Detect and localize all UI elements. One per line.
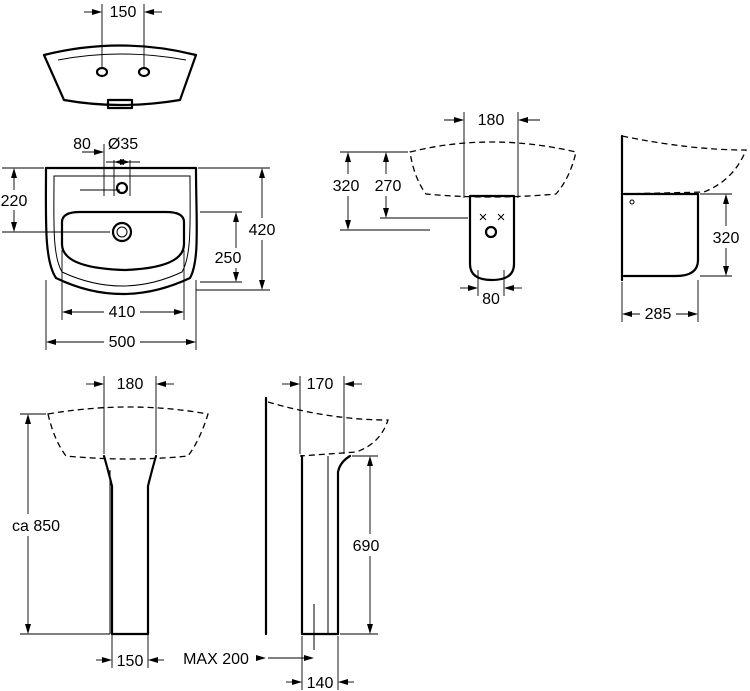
dim-semi-bottom: 80	[482, 291, 500, 308]
dim-overall-width: 500	[109, 334, 136, 351]
dim-rim-height: 320	[333, 178, 360, 195]
dim-semi-depth: 285	[645, 306, 672, 323]
dim-wall-to-drain: 250	[215, 250, 242, 267]
dim-tap-spacing: 150	[110, 4, 137, 21]
semi-pedestal-side: 320 285	[620, 134, 747, 324]
pedestal-basin-dashed	[47, 406, 209, 460]
dim-depth: 420	[249, 222, 276, 239]
waste-outlet-icon	[106, 98, 134, 110]
tap-hole-left-icon	[95, 66, 109, 78]
dim-rim-to-drain: 220	[1, 193, 28, 210]
basin-side-dashed	[621, 135, 747, 195]
dim-max-offset: MAX 200	[183, 651, 249, 668]
dim-side-top: 170	[307, 376, 334, 393]
pedestal-column	[102, 454, 158, 636]
plan-view: 80 Ø35 220 420 250 410	[0, 136, 276, 352]
pedestal-side: 170 690 MAX 200 140	[183, 376, 390, 691]
top-view: 150	[42, 4, 198, 110]
dim-side-foot: 140	[307, 675, 334, 691]
dim-tap-offset: 80	[73, 136, 91, 153]
dim-bowl-width: 410	[109, 304, 136, 321]
top-view-rim-line	[57, 53, 187, 61]
plan-view-inner-rim	[53, 175, 191, 287]
top-view-basin-outline	[42, 44, 198, 107]
pedestal-side-column	[300, 454, 352, 636]
dim-overall-height: ca 850	[12, 518, 60, 535]
tap-hole-right-icon	[137, 66, 151, 78]
semi-side-body	[622, 192, 700, 278]
semi-pedestal-body	[468, 194, 516, 282]
basin-dashed-outline	[409, 141, 577, 198]
semi-pedestal-front: 180 320 270 80	[326, 112, 577, 308]
plan-drain-icon	[111, 221, 133, 243]
plan-view-bowl	[60, 210, 186, 272]
dim-pedestal-height: 690	[353, 538, 380, 555]
pedestal-side-basin-dashed	[267, 401, 389, 457]
dim-drain-height: 270	[375, 178, 402, 195]
pedestal-front: 180 ca 850 150	[2, 376, 209, 670]
dim-pedestal-top: 180	[117, 376, 144, 393]
dim-tap-diameter: Ø35	[108, 136, 138, 153]
plan-tap-hole-icon	[115, 181, 129, 195]
plan-view-basin-outline	[44, 166, 198, 296]
dim-semi-height: 320	[713, 230, 740, 247]
dim-pedestal-foot: 150	[117, 653, 144, 670]
dim-semi-width: 180	[478, 112, 505, 129]
